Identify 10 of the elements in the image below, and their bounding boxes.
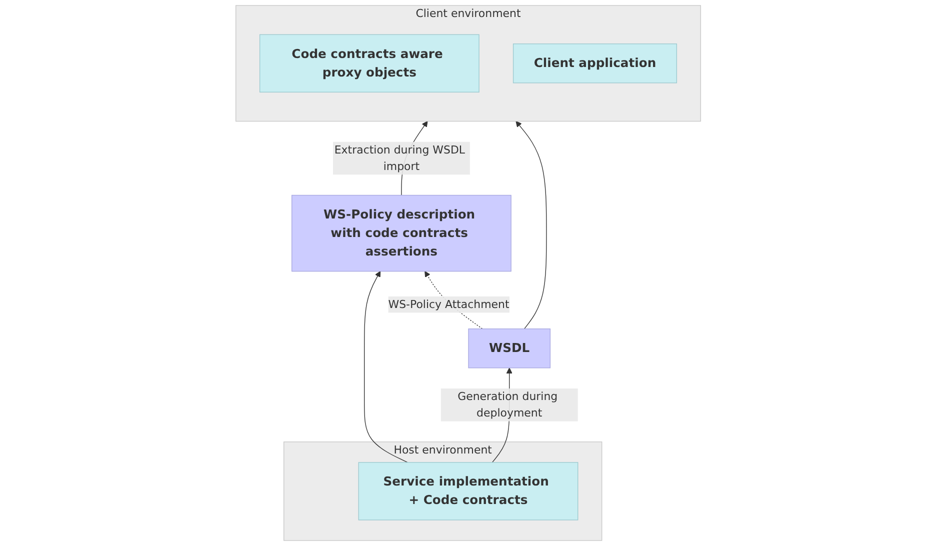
node-box: WSDL <box>468 328 550 368</box>
edge-label: Extraction during WSDL import <box>334 143 465 173</box>
node-box: Client application <box>512 44 677 84</box>
node-box: Code contracts aware proxy objects <box>259 34 480 92</box>
edge-label: WS-Policy Attachment <box>388 298 510 311</box>
node-box: Service implementation + Code contracts <box>358 462 578 520</box>
arrow <box>364 271 408 463</box>
edge-label: Generation during deployment <box>457 390 558 420</box>
node-box: WS-Policy description with code contracts assertions <box>291 194 512 272</box>
arrow <box>515 120 547 330</box>
